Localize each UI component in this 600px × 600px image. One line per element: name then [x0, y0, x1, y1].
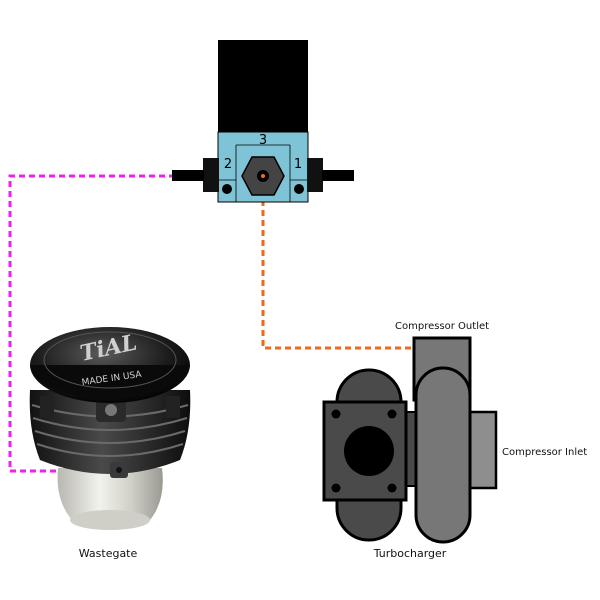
turbocharger — [322, 336, 498, 544]
compressor-hose-line — [261, 190, 418, 350]
compressor-inlet-label: Compressor Inlet — [502, 447, 587, 458]
compressor-housing — [414, 366, 472, 544]
mount-hole-right — [294, 184, 304, 194]
boost-solenoid: 3 2 1 — [172, 40, 354, 203]
port-2-label: 2 — [224, 157, 232, 172]
port-2-fitting — [203, 158, 219, 192]
port-1-fitting — [307, 158, 323, 192]
wastegate: TiAL MADE IN USA — [29, 327, 191, 530]
port-3-label: 3 — [259, 133, 267, 148]
solenoid-coil — [218, 40, 308, 132]
mount-hole-left — [222, 184, 232, 194]
compressor-inlet — [466, 410, 498, 490]
compressor-outlet-label: Compressor Outlet — [395, 321, 489, 332]
wastegate-caption: Wastegate — [79, 547, 138, 560]
port-1-label: 1 — [294, 157, 302, 172]
turbocharger-caption: Turbocharger — [373, 547, 447, 560]
